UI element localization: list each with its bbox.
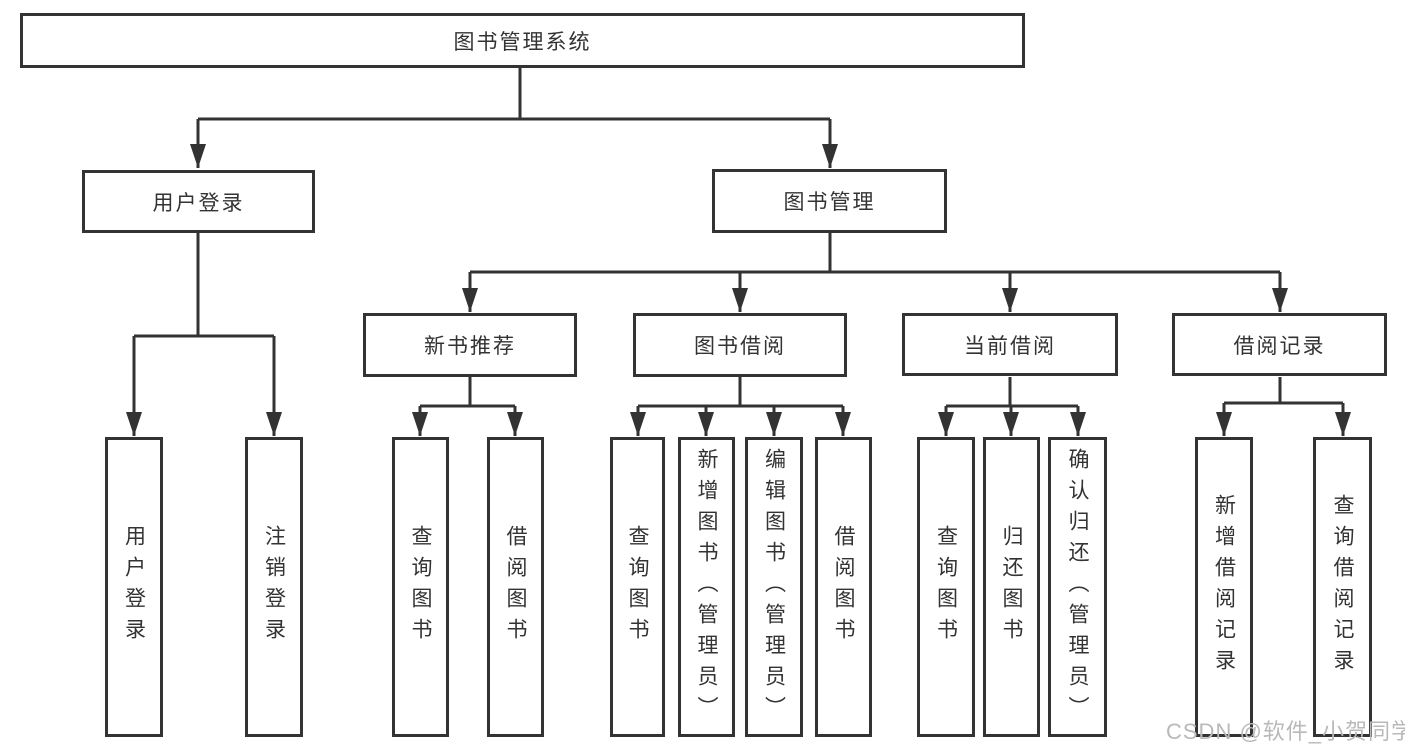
node-label: 图书管理 — [783, 191, 876, 214]
node-label: 新增图书（管理员） — [695, 447, 718, 727]
leaf-br-query-record: 查询借阅记录 — [1313, 437, 1372, 737]
leaf-cb-query-book: 查询图书 — [917, 437, 975, 737]
node-label: 当前借阅 — [964, 334, 1056, 358]
connector-root-to-level2 — [190, 68, 838, 168]
leaf-br-add-record: 新增借阅记录 — [1195, 437, 1253, 737]
leaf-user-login: 用户登录 — [105, 437, 163, 737]
node-label: 图书管理系统 — [453, 30, 592, 54]
node-borrow-record: 借阅记录 — [1172, 313, 1387, 376]
node-label: 查询借阅记录 — [1331, 494, 1354, 680]
node-label: 借阅图书 — [832, 525, 855, 649]
node-label: 借阅记录 — [1233, 334, 1326, 358]
node-label: 查询图书 — [626, 525, 649, 649]
leaf-nbr-borrow-book: 借阅图书 — [487, 437, 544, 737]
node-new-book-recommend: 新书推荐 — [363, 313, 577, 377]
leaf-bb-borrow-book: 借阅图书 — [815, 437, 872, 737]
node-book-borrow: 图书借阅 — [633, 313, 847, 377]
node-label: 确认归还（管理员） — [1066, 447, 1089, 727]
node-label: 新增借阅记录 — [1212, 494, 1236, 680]
node-label: 借阅图书 — [504, 525, 527, 649]
node-label: 用户登录 — [152, 191, 245, 215]
leaf-bb-query-book: 查询图书 — [610, 437, 665, 737]
connector-current-borrow-children — [938, 377, 1086, 436]
node-library-system-root: 图书管理系统 — [20, 13, 1025, 68]
node-label: 编辑图书（管理员） — [762, 447, 786, 727]
node-user-login: 用户登录 — [82, 170, 315, 233]
node-label: 查询图书 — [934, 525, 958, 649]
connector-book-borrow-children — [630, 377, 851, 436]
leaf-logout-login: 注销登录 — [245, 437, 303, 737]
node-label: 查询图书 — [409, 525, 432, 649]
leaf-nbr-query-book: 查询图书 — [392, 437, 449, 737]
leaf-bb-add-book-admin: 新增图书（管理员） — [678, 437, 735, 737]
connector-user-login-children — [126, 233, 282, 436]
node-book-management: 图书管理 — [712, 169, 947, 233]
leaf-bb-edit-book-admin: 编辑图书（管理员） — [745, 437, 803, 737]
node-label: 用户登录 — [122, 525, 146, 649]
node-label: 归还图书 — [1000, 525, 1023, 649]
leaf-cb-return-book: 归还图书 — [983, 437, 1040, 737]
connector-borrow-record-children — [1216, 377, 1351, 436]
csdn-watermark: CSDN @软件_小贺同学 — [1166, 719, 1405, 744]
node-current-borrow: 当前借阅 — [902, 313, 1118, 376]
connector-book-management-children — [462, 233, 1288, 312]
node-label: 图书借阅 — [694, 335, 786, 358]
connector-new-book-recommend-children — [412, 377, 523, 436]
node-label: 新书推荐 — [424, 335, 516, 358]
node-label: 注销登录 — [262, 525, 286, 649]
leaf-cb-confirm-return-admin: 确认归还（管理员） — [1048, 437, 1107, 737]
